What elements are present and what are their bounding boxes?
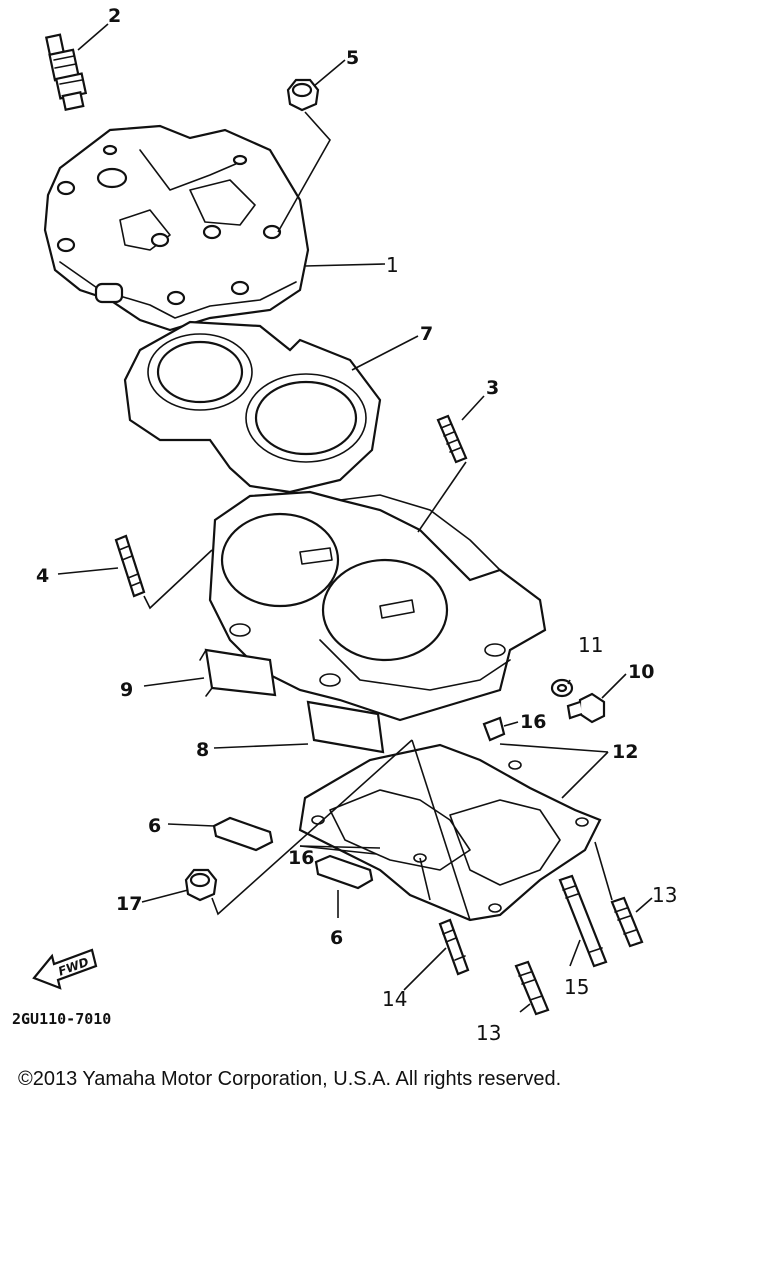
fwd-arrow: FWD [32, 948, 98, 990]
leader-lines [57, 23, 653, 1013]
part-base-gasket [298, 743, 602, 922]
part-cap-nut-top [286, 78, 320, 112]
callout-13-a: 13 [652, 883, 677, 907]
part-plate-6b [314, 854, 374, 890]
part-cylinder-head [43, 124, 310, 332]
part-plate-6a [212, 816, 274, 852]
callout-14: 14 [382, 987, 407, 1011]
part-intake-9 [199, 648, 277, 697]
callout-3: 3 [486, 377, 499, 399]
part-stud-3 [436, 414, 468, 464]
part-stud-15 [558, 874, 608, 968]
callout-labels: 2 5 1 7 3 4 11 10 9 16 8 12 6 16 17 13 6… [36, 5, 677, 1045]
part-dowel-pin-a [482, 716, 506, 742]
callout-15: 15 [564, 975, 589, 999]
callout-10: 10 [628, 661, 654, 683]
part-stud-13-right [610, 896, 644, 948]
callout-8: 8 [196, 739, 209, 761]
part-spark-plug [44, 33, 88, 112]
callout-1: 1 [386, 253, 399, 277]
callout-11: 11 [578, 633, 603, 657]
callout-5: 5 [346, 47, 359, 69]
callout-13-b: 13 [476, 1021, 501, 1045]
part-head-gasket [123, 320, 382, 494]
callout-17: 17 [116, 893, 142, 915]
part-bolt [566, 692, 606, 724]
copyright-notice: ©2013 Yamaha Motor Corporation, U.S.A. A… [18, 1068, 562, 1090]
callout-9: 9 [120, 679, 133, 701]
part-stud-14 [438, 918, 470, 976]
callout-2: 2 [108, 5, 121, 27]
callout-16-b: 16 [288, 847, 314, 869]
part-stud-13-bottom [514, 960, 550, 1016]
diagram-code: 2GU110-7010 [12, 1010, 111, 1028]
callout-16-a: 16 [520, 711, 546, 733]
part-washer [550, 678, 574, 698]
callout-6-b: 6 [330, 927, 343, 949]
callout-12: 12 [612, 741, 638, 763]
part-stud-4 [114, 534, 146, 598]
callout-7: 7 [420, 323, 433, 345]
callout-6-a: 6 [148, 815, 161, 837]
part-cap-nut-bottom [184, 868, 218, 902]
callout-4: 4 [36, 565, 49, 587]
cylinder-exploded-diagram: 2 5 1 7 3 4 11 10 9 16 8 12 6 16 17 13 6… [12, 5, 677, 1045]
part-intake-8 [306, 700, 385, 754]
